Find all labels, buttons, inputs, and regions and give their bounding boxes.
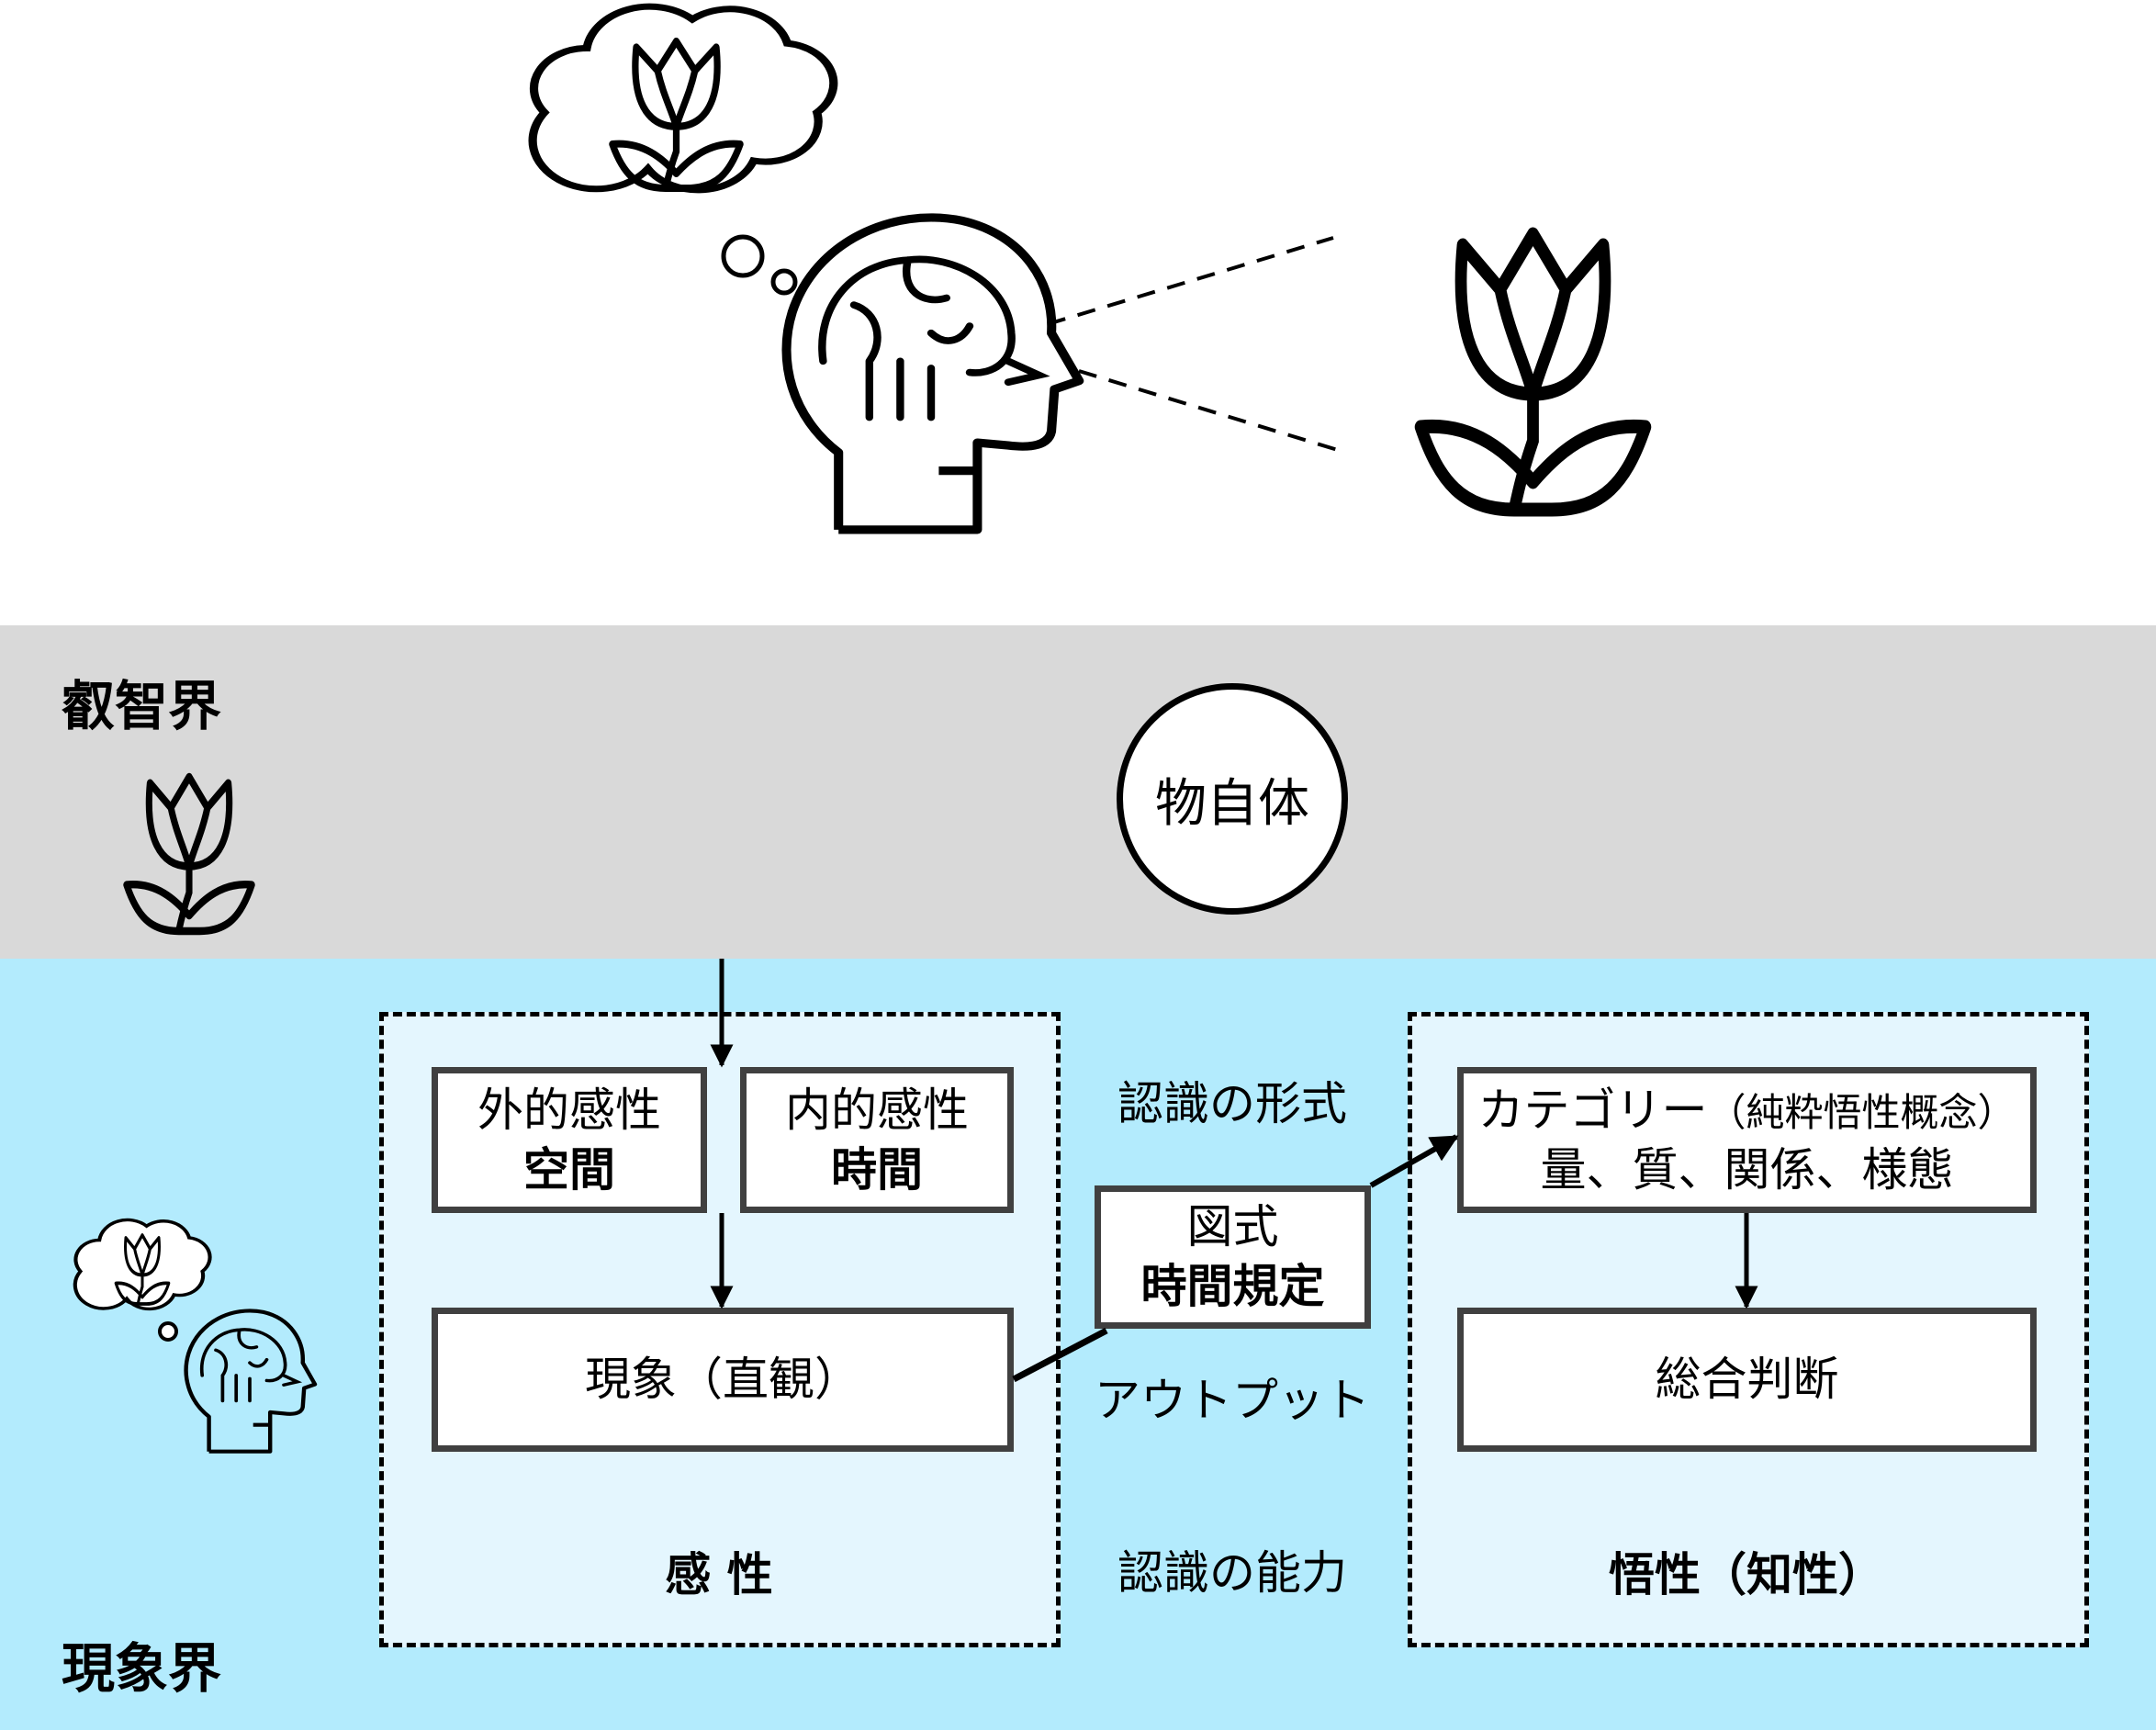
sight-line-lower	[1078, 369, 1342, 453]
schema-box: 図式 時間規定	[1095, 1185, 1371, 1329]
faculty-of-cognition-label: 認識の能力	[1117, 1546, 1347, 1600]
thought-cloud-icon	[533, 6, 834, 296]
noumenal-realm-label: 叡智界	[62, 675, 222, 737]
outer-sense-label: 外的感性	[477, 1083, 661, 1137]
outer-sense-box: 外的感性 空間	[432, 1067, 707, 1213]
schema-label: 図式	[1186, 1200, 1279, 1253]
sensibility-label: 感 性	[665, 1548, 773, 1601]
categories-title: カテゴリー	[1477, 1083, 1708, 1137]
time-label: 時間	[831, 1142, 923, 1196]
thinking-head-icon	[75, 1219, 315, 1451]
tulip-icon	[127, 777, 252, 931]
time-determination-label: 時間規定	[1140, 1260, 1325, 1313]
synthetic-judgment-label: 総合判断	[1655, 1353, 1839, 1406]
phenomenal-realm-label: 現象界	[62, 1637, 222, 1700]
space-label: 空間	[523, 1142, 615, 1196]
categories-box: カテゴリー（純粋悟性概念） 量、質、関係、様態	[1457, 1067, 2037, 1213]
inner-sense-label: 内的感性	[785, 1083, 969, 1137]
phenomenon-label: 現象（直観）	[585, 1353, 860, 1406]
thing-in-itself-circle: 物自体	[1117, 683, 1348, 915]
schema-to-categories-arrow	[1369, 1134, 1459, 1188]
thing-in-itself-label: 物自体	[1155, 773, 1309, 834]
phenomenon-box: 現象（直観）	[432, 1308, 1014, 1452]
noumenal-band	[0, 625, 2156, 959]
output-label: アウトプット	[1095, 1374, 1370, 1427]
categories-subtitle: （純粋悟性概念）	[1707, 1089, 2016, 1135]
synthetic-judgment-box: 総合判断	[1457, 1308, 2037, 1452]
inner-sense-box: 内的感性 時間	[740, 1067, 1014, 1213]
form-of-cognition-label: 認識の形式	[1117, 1077, 1347, 1130]
phenomenon-to-schema-line	[1012, 1327, 1108, 1383]
categories-list: 量、質、関係、様態	[1540, 1142, 1954, 1196]
tulip-icon	[1420, 234, 1645, 510]
understanding-label: 悟性（知性）	[1609, 1548, 1884, 1601]
head-brain-icon	[787, 218, 1080, 530]
sight-line-upper	[1047, 236, 1334, 326]
